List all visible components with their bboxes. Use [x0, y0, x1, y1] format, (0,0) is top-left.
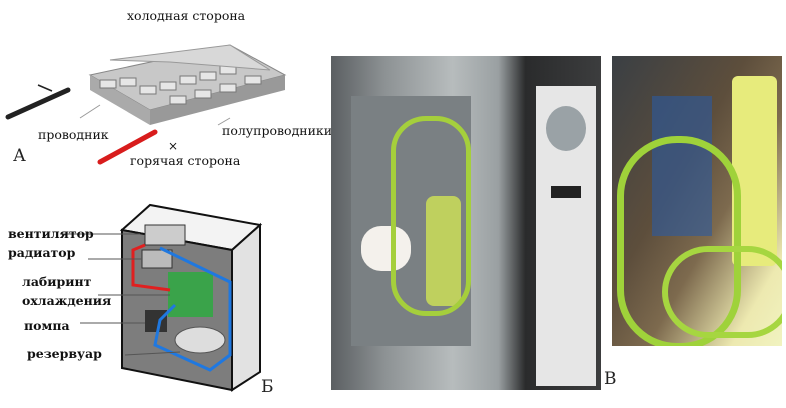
panel-b-letter: Б [261, 377, 274, 397]
hot-side-label: горячая сторона [130, 153, 241, 168]
labyrinth-label-1: лабиринт [22, 274, 92, 289]
conductor-label: проводник [38, 127, 109, 142]
cold-side-label: холодная сторона [127, 8, 246, 23]
pc-case-photo [331, 56, 601, 390]
svg-text:×: × [168, 139, 178, 153]
semiconductors-label: полупроводники [222, 123, 333, 138]
pump-label: помпа [24, 318, 70, 333]
panel-c-letter: В [604, 369, 617, 389]
reservoir-label: резервуар [27, 346, 102, 361]
radiator-label: радиатор [8, 245, 76, 260]
panel-a-letter: А [13, 146, 26, 166]
liquid-cooling-closeup-photo [612, 56, 782, 346]
peltier-module-diagram: × [5, 44, 287, 165]
labyrinth-label-2: охлаждения [22, 293, 112, 308]
fan-label: вентилятор [8, 226, 94, 241]
